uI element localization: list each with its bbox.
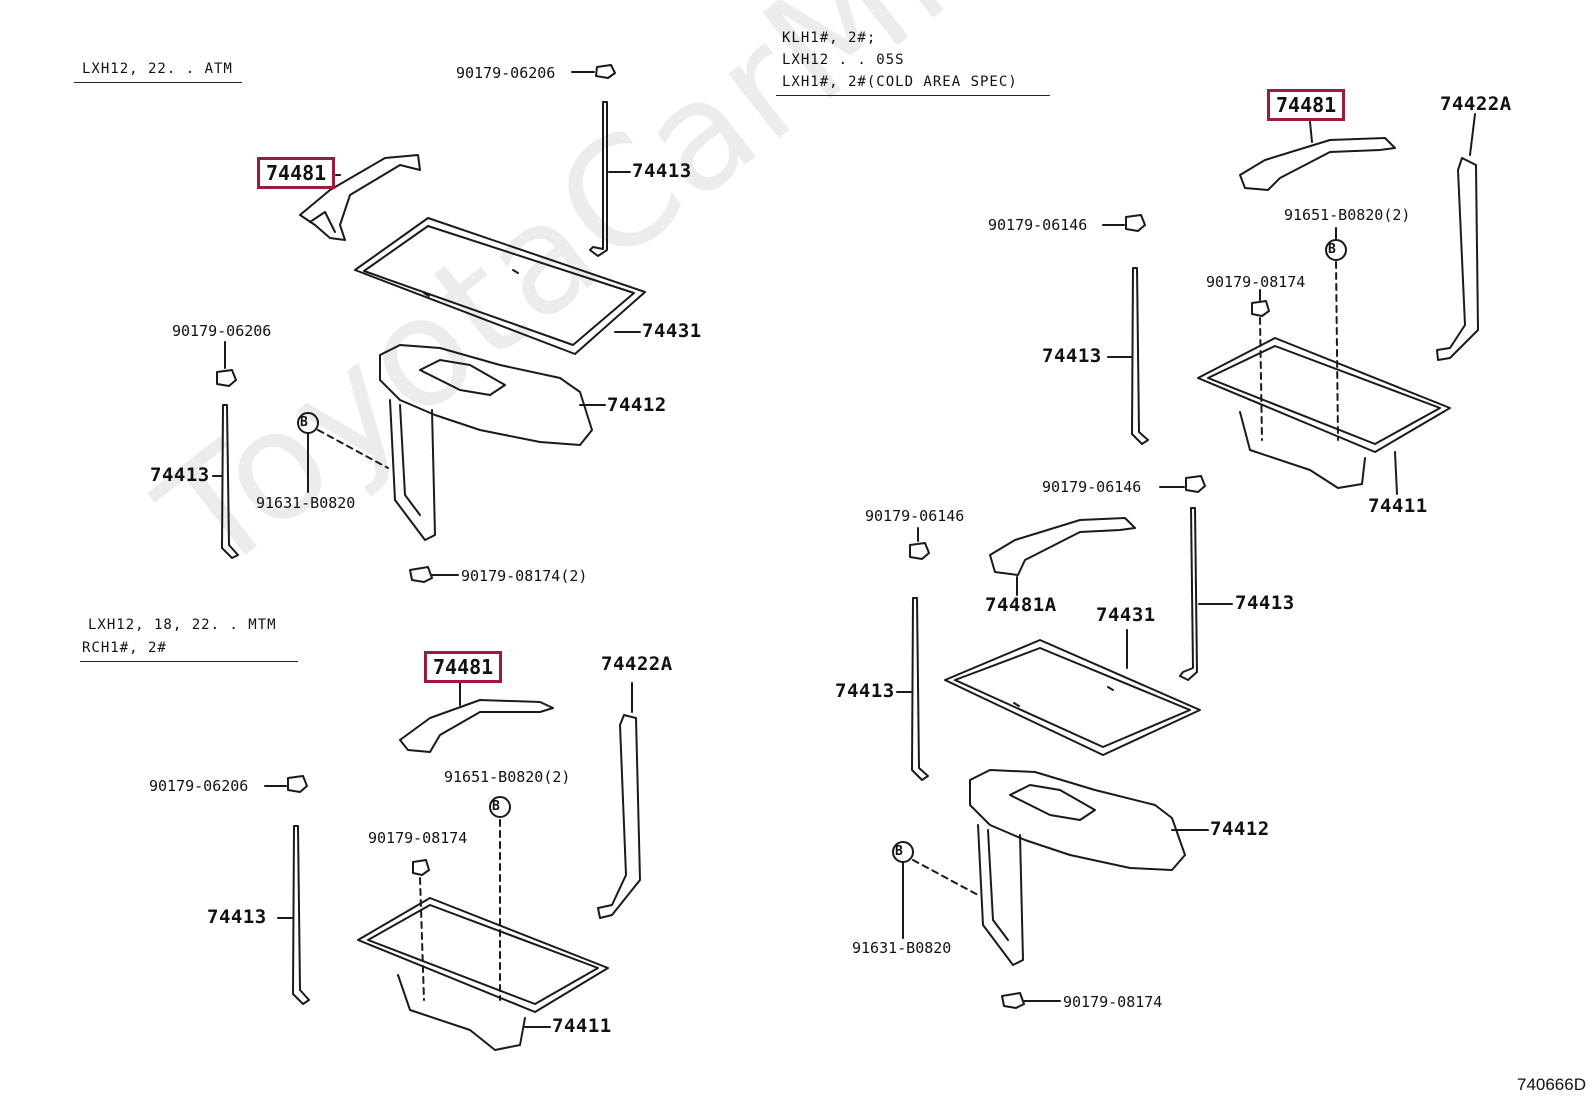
bl-section-header-line1: LXH12, 18, 22. . MTM [88,617,277,633]
bl-part-91651-b0820[interactable]: 91651-B0820(2) [444,768,571,786]
tl-bracket-74412 [379,344,593,541]
r-bottom-nut [1001,992,1025,1009]
bl-part-74411[interactable]: 74411 [552,1015,612,1037]
r-rod-left [911,597,929,781]
bl-nut [287,775,308,793]
r-part-90179-06146-top[interactable]: 90179-06146 [988,216,1088,234]
r-part-74413-left[interactable]: 74413 [835,680,895,702]
r-rod-mid [1179,507,1198,681]
tl-hold-down-clamp [299,154,421,241]
tl-rod-left [221,404,239,559]
tl-bottom-nut [409,566,433,583]
bl-support-74422A [597,714,641,919]
bl-part-74422A[interactable]: 74422A [601,653,673,675]
r-part-74481A[interactable]: 74481A [985,594,1057,616]
bl-part-90179-08174[interactable]: 90179-08174 [368,829,468,847]
tl-bolt-letter: B [300,415,308,430]
r-part-74481-highlight[interactable]: 74481 [1267,89,1346,121]
tl-part-74413-left[interactable]: 74413 [150,464,210,486]
tl-part-74481-highlight[interactable]: 74481 [257,157,336,189]
tl-left-nut [216,369,237,387]
r-tray-frame-74431 [944,639,1201,756]
r-part-74431[interactable]: 74431 [1096,604,1156,626]
r-part-90179-08174-bottom[interactable]: 90179-08174 [1063,993,1163,1011]
bl-small-nut [412,859,430,876]
tl-top-nut [595,64,616,79]
r-support-74422A [1436,157,1479,361]
r-bolt-letter-lower: B [895,844,903,859]
r-battery-tray-74411 [1197,337,1451,489]
bl-part-74481-highlight[interactable]: 74481 [424,651,503,683]
bl-section-header-line2: RCH1#, 2# [82,640,167,656]
r-header-underline [776,95,1050,96]
r-part-91651-b0820[interactable]: 91651-B0820(2) [1284,206,1411,224]
r-part-74413-top[interactable]: 74413 [1042,345,1102,367]
bl-bolt-letter: B [492,799,500,814]
tl-section-header: LXH12, 22. . ATM [82,61,233,77]
tl-part-74431[interactable]: 74431 [642,320,702,342]
r-bolt-letter: B [1328,242,1336,257]
r-clamp-74481A [989,517,1136,576]
bl-battery-tray-74411 [357,897,609,1051]
diagram-reference-code: 740666D [1516,1075,1586,1094]
r-part-74411[interactable]: 74411 [1368,495,1428,517]
r-part-74412[interactable]: 74412 [1210,818,1270,840]
r-part-90179-08174-top[interactable]: 90179-08174 [1206,273,1306,291]
r-part-90179-06146-mid[interactable]: 90179-06146 [1042,478,1142,496]
r-bracket-74412 [969,769,1186,966]
r-small-nut [1251,300,1270,317]
r-section-header-line1: KLH1#, 2#; [782,30,877,46]
r-part-74413-mid[interactable]: 74413 [1235,592,1295,614]
r-section-header-line2: LXH12 . . 05S [782,52,905,68]
r-mid-nut [1185,475,1206,493]
bl-hold-down-clamp [399,699,554,753]
bl-rod [292,825,310,1005]
tl-part-74413-right[interactable]: 74413 [632,160,692,182]
bl-bolt-symbol [489,796,511,818]
tl-header-underline [74,82,242,83]
r-hold-down-clamp [1239,137,1396,191]
r-top-nut [1125,214,1146,232]
r-part-90179-06146-left[interactable]: 90179-06146 [865,507,965,525]
bl-part-74413[interactable]: 74413 [207,906,267,928]
bl-part-90179-06206[interactable]: 90179-06206 [149,777,249,795]
tl-tray-frame [354,217,646,355]
r-rod-top [1131,267,1149,445]
r-section-header-line3: LXH1#, 2#(COLD AREA SPEC) [782,74,1018,90]
bl-header-underline [80,661,298,662]
tl-part-74412[interactable]: 74412 [607,394,667,416]
r-left-nut [909,542,930,560]
tl-part-90179-06206-top[interactable]: 90179-06206 [456,64,556,82]
tl-rod-right [589,101,608,257]
tl-part-90179-08174[interactable]: 90179-08174(2) [461,567,588,585]
tl-part-90179-06206-left[interactable]: 90179-06206 [172,322,272,340]
tl-part-91631-b0820[interactable]: 91631-B0820 [256,494,356,512]
r-part-74422A[interactable]: 74422A [1440,93,1512,115]
r-part-91631-b0820[interactable]: 91631-B0820 [852,939,952,957]
